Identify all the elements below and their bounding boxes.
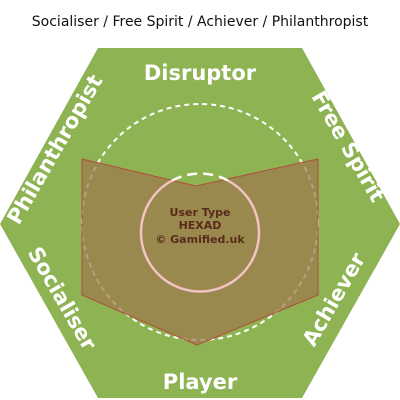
center-line-1: User Type: [170, 206, 231, 219]
label-player: Player: [163, 370, 238, 394]
center-line-3: © Gamified.uk: [155, 233, 245, 246]
inner-circle-arc: [139, 179, 261, 293]
label-disruptor: Disruptor: [144, 61, 257, 85]
center-line-2: HEXAD: [179, 219, 222, 232]
inner-circle-dashed-top: [171, 172, 229, 182]
highlight-region: [81, 158, 319, 346]
page-title: Socialiser / Free Spirit / Achiever / Ph…: [31, 14, 369, 30]
